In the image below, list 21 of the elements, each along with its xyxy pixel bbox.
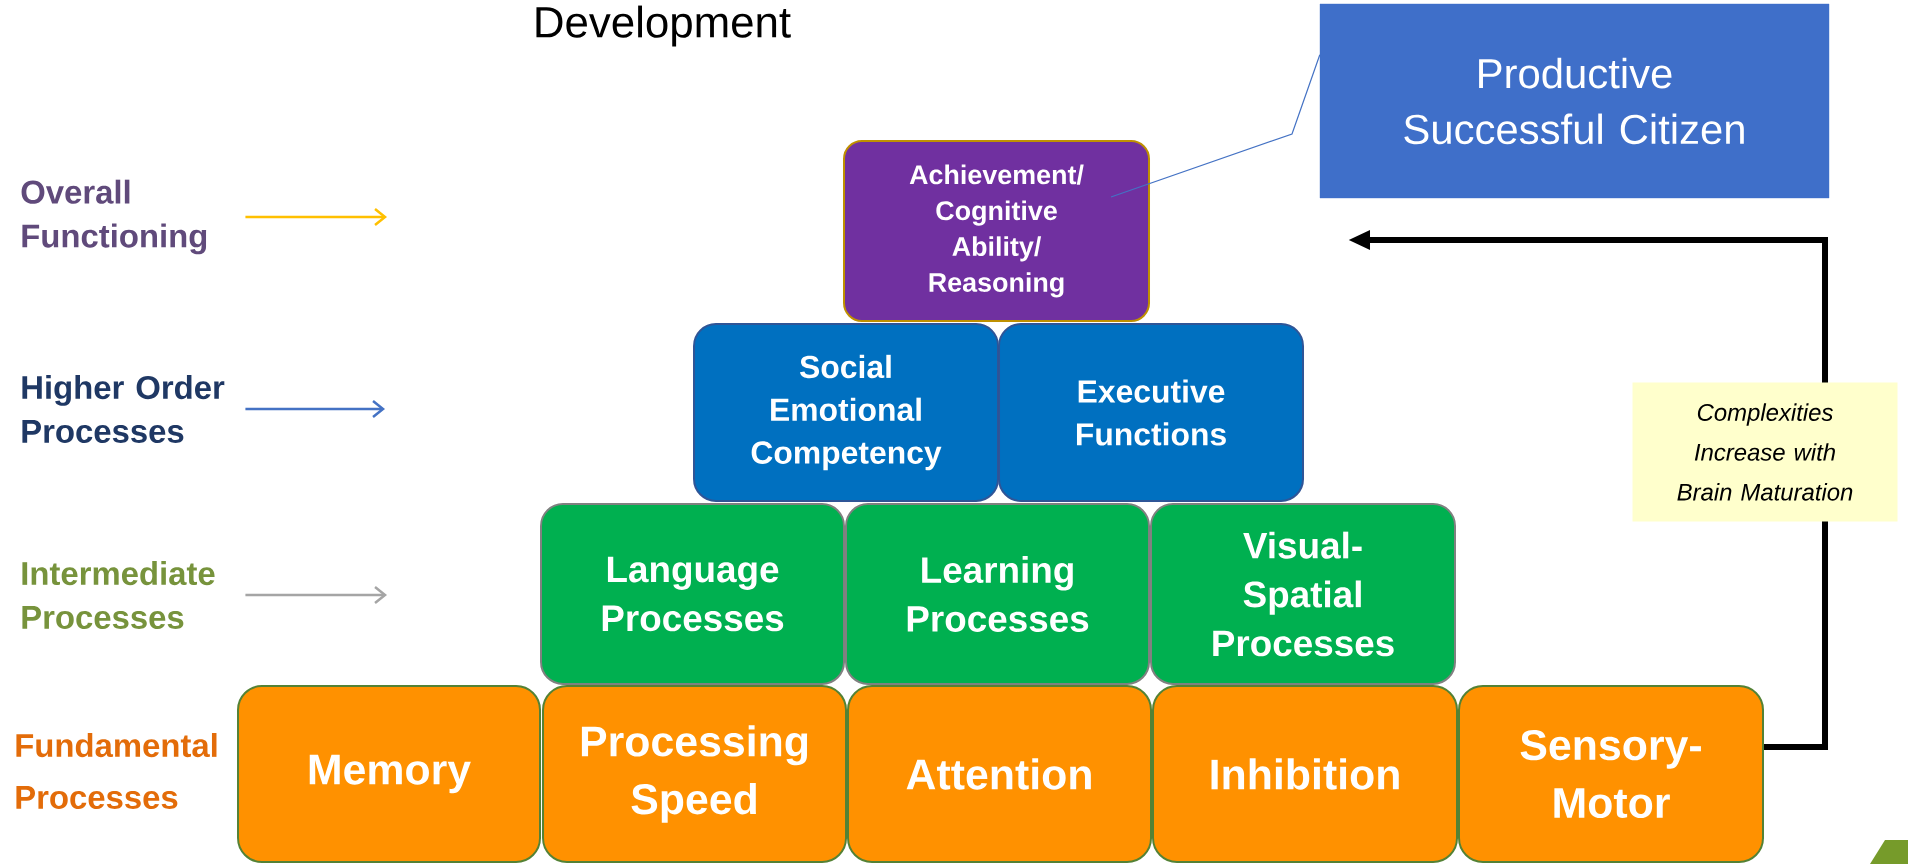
level-label: Overall Functioning <box>21 179 207 255</box>
title: Development <box>536 5 791 47</box>
level-box: Learning Processes <box>845 503 1150 685</box>
leader-line <box>1110 54 1321 198</box>
level-box: Memory <box>237 685 541 863</box>
level-box: Processing Speed <box>542 685 847 863</box>
arrow <box>245 586 387 604</box>
edge-label: Complexities Increase with Brain Maturation <box>1632 382 1898 522</box>
level-box: Sensory-Motor <box>1458 685 1764 863</box>
arrow <box>245 208 387 226</box>
level-box: Visual-Spatial Processes <box>1150 503 1456 685</box>
level-box: Executive Functions <box>998 323 1304 502</box>
level-label: Higher Order Processes <box>22 375 225 443</box>
level-box: Language Processes <box>540 503 845 685</box>
level-label: Intermediate Processes <box>22 561 215 629</box>
level-box: Attention <box>847 685 1152 863</box>
goal-box: Productive Successful Citizen <box>1319 3 1830 199</box>
level-box: Social Emotional Competency <box>693 323 999 502</box>
arrow <box>245 400 385 418</box>
level-box: Achievement/ Cognitive Ability/ Reasoning <box>843 140 1150 322</box>
level-box: Inhibition <box>1152 685 1458 863</box>
